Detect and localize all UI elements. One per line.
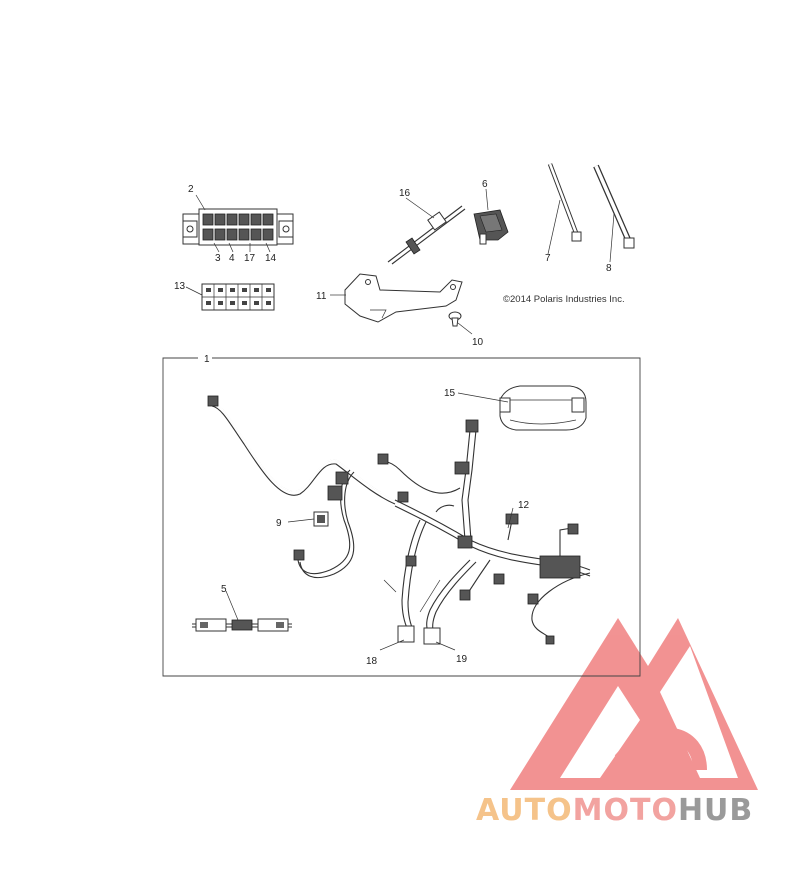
fuse-box-icon	[539, 555, 581, 579]
connector-icon	[335, 471, 349, 485]
callout-1: 1	[204, 354, 210, 365]
connector-icon	[423, 627, 441, 645]
tie-part-7	[547, 163, 582, 242]
svg-text:AUTOMOTOHUB: AUTOMOTOHUB	[476, 793, 753, 828]
callout-8: 8	[606, 263, 612, 274]
assembly-frame	[162, 357, 641, 677]
connector-boot-part-6	[473, 209, 509, 245]
connector-icon	[527, 593, 539, 605]
callout-5: 5	[221, 584, 227, 595]
callout-10: 10	[472, 337, 484, 348]
module-part-15	[499, 385, 587, 431]
callout-4: 4	[229, 253, 235, 264]
connector-icon	[567, 523, 579, 535]
callout-9: 9	[276, 518, 282, 529]
callout-6: 6	[482, 179, 488, 190]
callout-19: 19	[456, 654, 468, 665]
bracket-part-11	[344, 273, 463, 323]
triangle-logo-icon	[510, 618, 758, 790]
callout-16: 16	[399, 188, 411, 199]
connector-icon	[207, 395, 219, 407]
connector-part-2	[182, 208, 294, 246]
rivet-part-10	[448, 311, 462, 327]
label-part-13	[201, 283, 275, 311]
callout-18: 18	[366, 656, 378, 667]
tie-part-8	[593, 164, 635, 249]
connector-icon	[465, 419, 479, 433]
copyright-text: ©2014 Polaris Industries Inc.	[503, 294, 625, 305]
wire-harness-part-12	[207, 395, 591, 645]
connector-icon	[505, 513, 519, 525]
connector-icon	[327, 485, 343, 501]
connector-icon	[405, 555, 417, 567]
callout-2: 2	[188, 184, 194, 195]
callout-15: 15	[444, 388, 456, 399]
connector-icon	[397, 625, 415, 643]
connector-icon	[293, 549, 305, 561]
callout-13: 13	[174, 281, 186, 292]
logo-curve-icon	[614, 727, 707, 771]
connector-icon	[457, 535, 473, 549]
connector-icon	[545, 635, 555, 645]
brand-auto: AUTO	[476, 793, 573, 828]
connector-icon	[454, 461, 470, 475]
callout-14: 14	[265, 253, 277, 264]
callout-3: 3	[215, 253, 221, 264]
callout-11: 11	[316, 291, 327, 302]
cable-tie-part-16	[387, 205, 466, 265]
connector-icon	[459, 589, 471, 601]
connector-icon	[493, 573, 505, 585]
callout-7: 7	[545, 253, 551, 264]
callout-12: 12	[518, 500, 530, 511]
watermark-logo	[510, 618, 758, 790]
connector-icon	[377, 453, 389, 465]
brand-moto: MOTO	[573, 793, 678, 828]
jumper-harness-part-5	[192, 618, 292, 632]
callout-17: 17	[244, 253, 256, 264]
connector-part-9	[313, 511, 329, 527]
brand-hub: HUB	[678, 793, 753, 828]
connector-icon	[397, 491, 409, 503]
